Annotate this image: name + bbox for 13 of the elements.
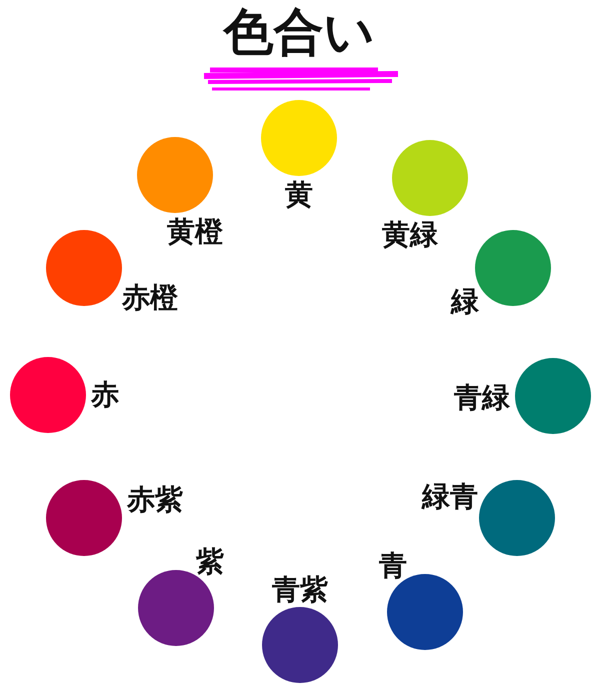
- color-name: 赤紫: [127, 484, 183, 516]
- color-name: 黄緑: [382, 219, 438, 251]
- color-name: 紫: [196, 546, 224, 578]
- color-name: 黄橙: [167, 216, 223, 248]
- title: 色合い: [222, 2, 376, 62]
- color-name: 青: [379, 550, 407, 582]
- color-name: 赤橙: [122, 282, 178, 314]
- color-name: 青紫: [272, 574, 328, 606]
- color-name: 黄: [285, 179, 313, 211]
- color-name: 青緑: [454, 382, 510, 414]
- color-name: 緑青: [422, 481, 478, 513]
- color-name: 赤: [91, 379, 119, 411]
- color-name: 緑: [451, 286, 479, 318]
